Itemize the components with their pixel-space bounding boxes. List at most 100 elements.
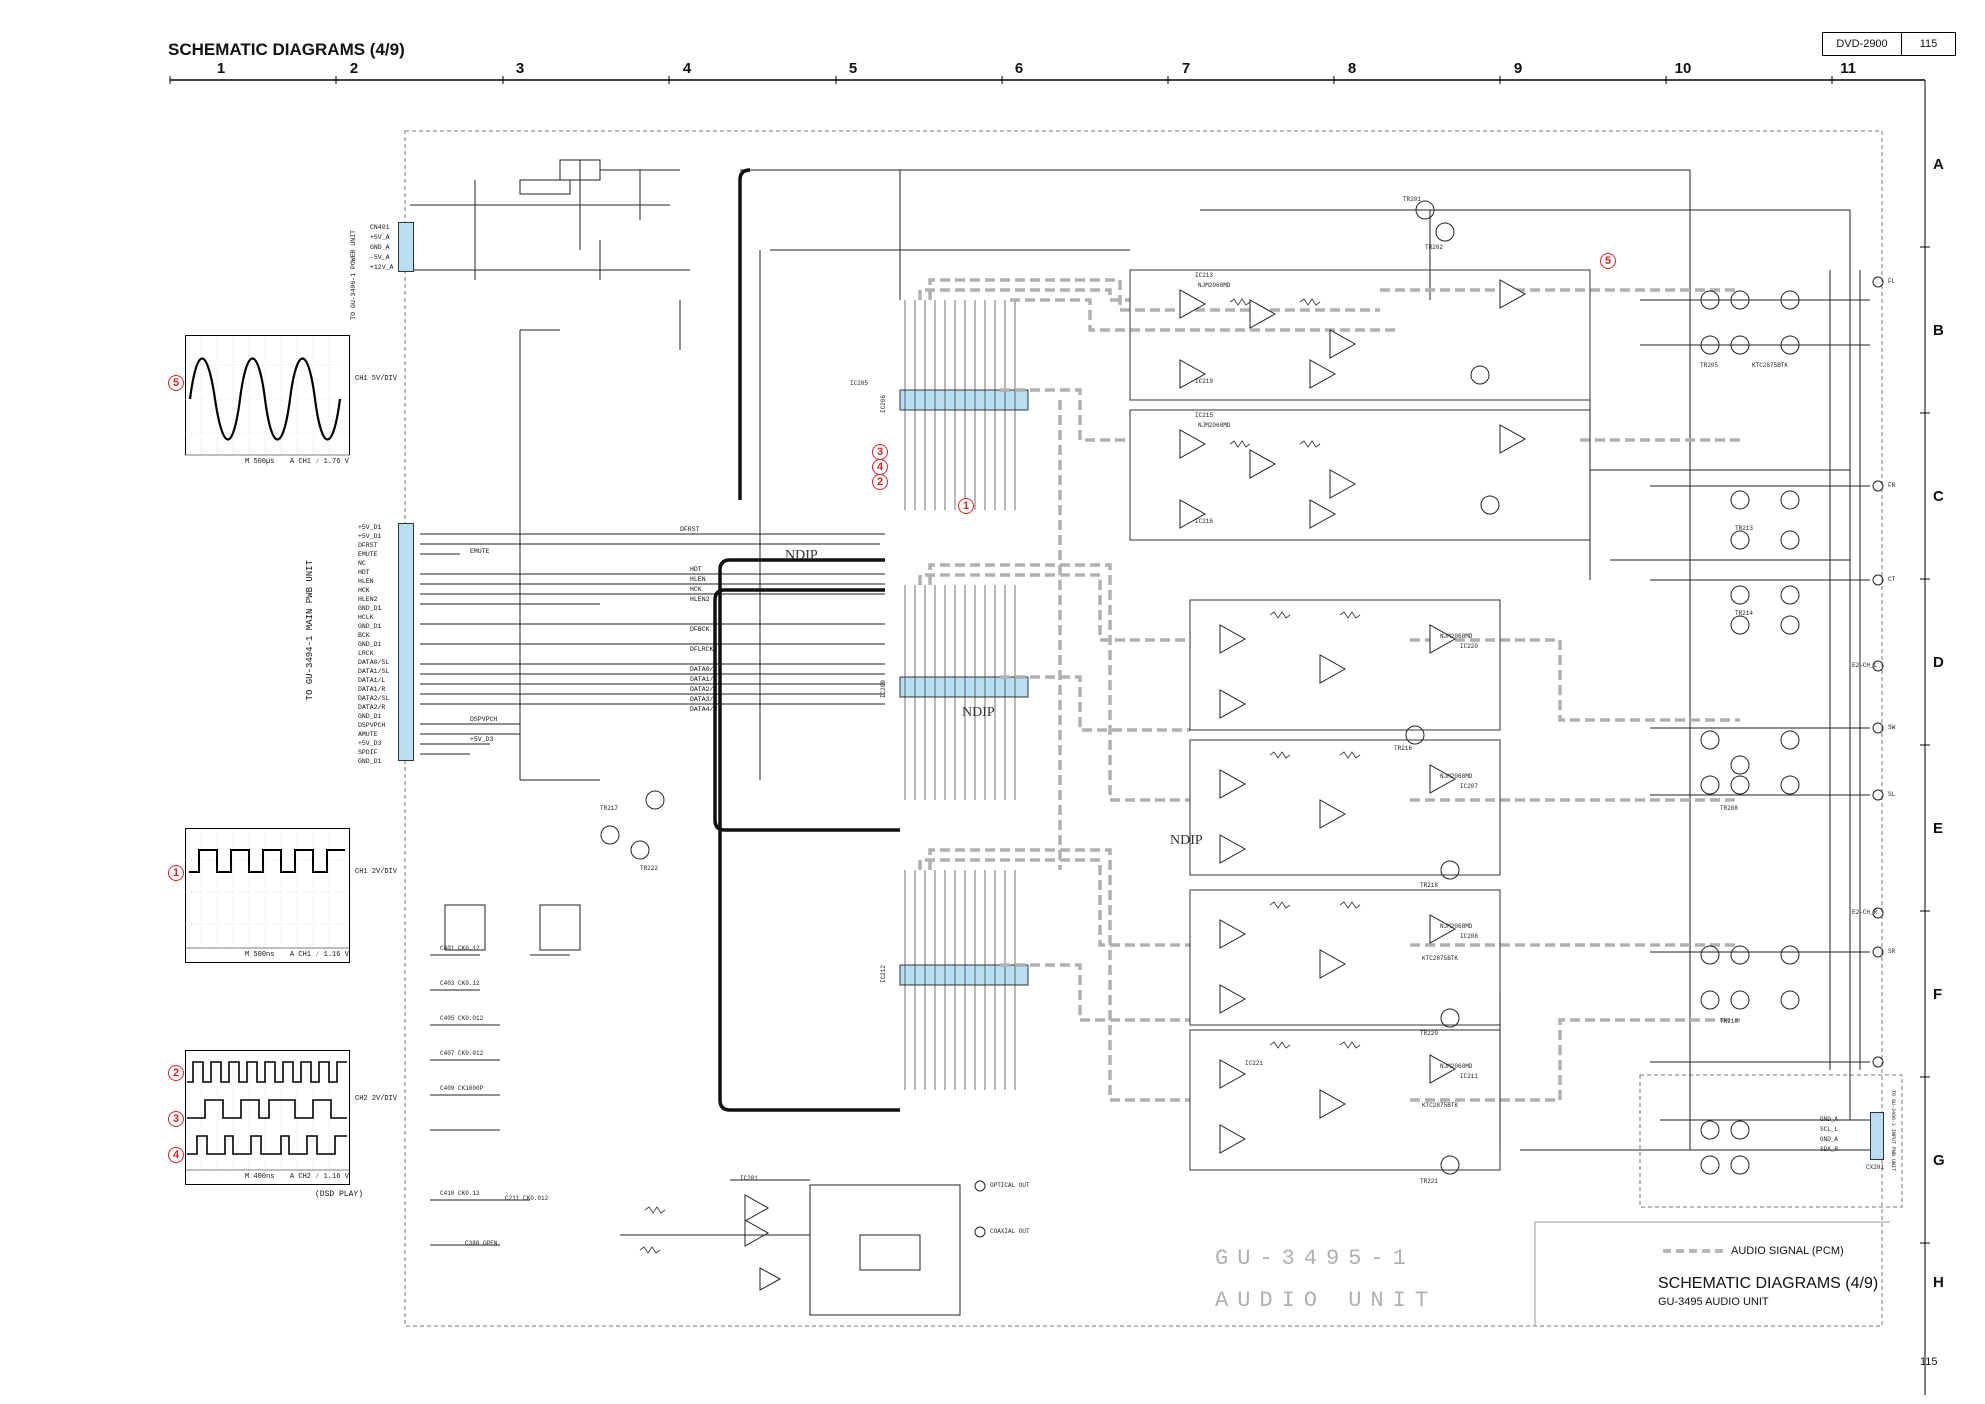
row-letter: F bbox=[1933, 986, 1943, 1003]
footer-page-number: 115 bbox=[1920, 1356, 1938, 1368]
cap-label: C380 OPEN bbox=[465, 1240, 498, 1247]
signal-label: HCK bbox=[690, 586, 702, 593]
main-pin: GND_D1 bbox=[358, 605, 382, 612]
test-point-marker: 4 bbox=[872, 459, 888, 475]
cx201-pin: SCL_L bbox=[1820, 1126, 1839, 1133]
scope-channel-scale: CH1 5V/DIV bbox=[355, 375, 398, 383]
column-number: 9 bbox=[1513, 60, 1523, 77]
cx201-pin: SDA_R bbox=[1820, 1146, 1839, 1153]
transistor-label: TR217 bbox=[600, 805, 619, 812]
cx201-pin: GND_A bbox=[1820, 1136, 1839, 1143]
row-letter: C bbox=[1933, 488, 1944, 505]
ndip-label: NDIP bbox=[962, 705, 995, 720]
cap-label: C409 CK1000P bbox=[440, 1085, 484, 1092]
main-pin: BCK bbox=[358, 632, 370, 639]
ic-label: IC205 bbox=[850, 380, 869, 387]
column-number: 10 bbox=[1674, 60, 1692, 77]
header-page-number: 115 bbox=[1919, 38, 1938, 50]
cap-label: C403 CK0.12 bbox=[440, 980, 480, 987]
signal-label: DATA0/L bbox=[690, 666, 718, 673]
main-pin: DSPVPCH bbox=[358, 722, 386, 729]
signal-label: DSPVPCH bbox=[470, 716, 498, 723]
scope-trigger: A CH1 ∕ 1.76 V bbox=[290, 458, 349, 466]
row-letter: E bbox=[1933, 820, 1944, 837]
footer-subtitle: GU-3495 AUDIO UNIT bbox=[1658, 1296, 1769, 1308]
output-label: SR bbox=[1888, 948, 1896, 955]
ic-label: IC213 bbox=[1195, 272, 1214, 279]
main-pin: SPDIF bbox=[358, 749, 378, 756]
unit-watermark: GU-3495-1 AUDIO UNIT bbox=[1215, 1238, 1437, 1322]
transistor-label: TR202 bbox=[1425, 244, 1444, 251]
cx201-ref: CX201 bbox=[1866, 1164, 1885, 1171]
ndip-label: NDIP bbox=[785, 548, 818, 563]
row-letter: G bbox=[1933, 1152, 1945, 1169]
ndip-label: NDIP bbox=[1170, 833, 1203, 848]
opamp-type: NJM2068MD bbox=[1440, 923, 1473, 930]
transistor-label: TR222 bbox=[640, 865, 659, 872]
opamp-type: NJM2068MD bbox=[1198, 422, 1231, 429]
ic-label: IC219 bbox=[1195, 378, 1214, 385]
main-pin: DATA1/SL bbox=[358, 668, 390, 675]
transistor-label: TR201 bbox=[1403, 196, 1422, 203]
row-letter: A bbox=[1933, 156, 1944, 173]
signal-label: +5V_D3 bbox=[470, 736, 494, 743]
transistor-type: KTC2875BTK bbox=[1422, 1102, 1459, 1109]
opamp-type: NJM2068MD bbox=[1440, 1063, 1473, 1070]
signal-label: DATA1/L bbox=[690, 676, 718, 683]
main-pin: DATA1/L bbox=[358, 677, 386, 684]
cn401-destination: TO GU-3496-1 POWER UNIT bbox=[350, 230, 357, 320]
waveform-marker: 3 bbox=[168, 1111, 184, 1127]
legend: AUDIO SIGNAL (PCM) bbox=[1663, 1245, 1844, 1257]
test-point-marker: 2 bbox=[872, 474, 888, 490]
signal-label: HLEN2 bbox=[690, 596, 710, 603]
main-pin: HLEN bbox=[358, 578, 374, 585]
scope-timebase: M 500ns bbox=[245, 951, 275, 959]
cn401-pin: +5V_A bbox=[370, 234, 390, 241]
main-pin: DATA2/R bbox=[358, 704, 386, 711]
waveform-marker: 4 bbox=[168, 1147, 184, 1163]
unit-watermark-line: GU-3495-1 bbox=[1215, 1246, 1415, 1271]
cap-label: C410 CK0.12 bbox=[440, 1190, 480, 1197]
ic-label: IC209 bbox=[880, 680, 887, 699]
main-pin: LRCK bbox=[358, 650, 374, 657]
output-label: OPTICAL OUT bbox=[990, 1182, 1030, 1189]
cap-label: C211 CK0.012 bbox=[505, 1195, 549, 1202]
waveform-scope-234 bbox=[185, 1050, 350, 1185]
main-pin: +5V_D1 bbox=[358, 524, 382, 531]
main-pin: NC bbox=[358, 560, 366, 567]
ic-label: IC212 bbox=[880, 965, 887, 984]
output-label: SW bbox=[1888, 724, 1896, 731]
output-label: FR bbox=[1888, 482, 1896, 489]
column-number: 6 bbox=[1014, 60, 1024, 77]
waveform-marker: 5 bbox=[168, 375, 184, 391]
scope-note: (DSD PLAY) bbox=[315, 1190, 364, 1199]
footer-title: SCHEMATIC DIAGRAMS (4/9) bbox=[1658, 1275, 1879, 1292]
ic-label: IC220 bbox=[1460, 643, 1479, 650]
output-label: FL bbox=[1888, 278, 1896, 285]
scope-timebase: M 400ns bbox=[245, 1173, 275, 1181]
main-pin: HCK bbox=[358, 587, 370, 594]
waveform-scope-5 bbox=[185, 335, 350, 470]
main-pin: DATA0/SL bbox=[358, 659, 390, 666]
main-pin: DFRST bbox=[358, 542, 378, 549]
connector-cn401 bbox=[398, 222, 414, 272]
main-pin: GND_D1 bbox=[358, 623, 382, 630]
signal-label: DFRST bbox=[680, 526, 700, 533]
main-pin: GND_D1 bbox=[358, 641, 382, 648]
main-pin: HDT bbox=[358, 569, 370, 576]
ic-label: IC211 bbox=[1460, 1073, 1479, 1080]
scope-channel-scale: CH2 2V/DIV bbox=[355, 1095, 398, 1103]
model-number: DVD-2900 bbox=[1823, 33, 1902, 55]
signal-label: DFBCK bbox=[690, 626, 710, 633]
signal-label: HDT bbox=[690, 566, 702, 573]
ic-label: IC216 bbox=[1195, 518, 1214, 525]
scope-channel-scale: CH1 2V/DIV bbox=[355, 868, 398, 876]
test-point-marker: 1 bbox=[958, 498, 974, 514]
scope-trigger: A CH2 ∕ 1.16 V bbox=[290, 1173, 349, 1181]
cap-label: C401 CK0.12 bbox=[440, 945, 480, 952]
column-number: 5 bbox=[848, 60, 858, 77]
ic-label: IC208 bbox=[1460, 933, 1479, 940]
column-number: 4 bbox=[682, 60, 692, 77]
transistor-label: TR214 bbox=[1735, 610, 1754, 617]
